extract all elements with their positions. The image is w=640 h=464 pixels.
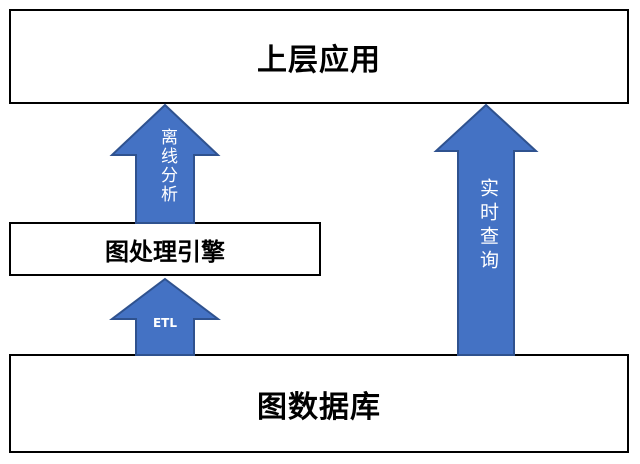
offline-arrow-shape [109, 103, 221, 224]
etl-arrow [109, 277, 221, 356]
realtime-arrow-shape [433, 103, 539, 356]
realtime-arrow-label: 实时查询 [477, 178, 499, 274]
offline-arrow-label: 离线分析 [157, 128, 177, 204]
realtime-arrow [433, 103, 539, 356]
middle-layer-box: 图处理引擎 [9, 222, 321, 276]
middle-layer-label: 图处理引擎 [105, 237, 225, 266]
etl-arrow-shape [109, 277, 221, 356]
bottom-layer-box: 图数据库 [9, 354, 629, 453]
etl-arrow-label: ETL [152, 316, 178, 330]
top-layer-label: 上层应用 [257, 42, 381, 78]
offline-arrow [109, 103, 221, 224]
top-layer-box: 上层应用 [9, 9, 629, 104]
bottom-layer-label: 图数据库 [257, 389, 381, 425]
